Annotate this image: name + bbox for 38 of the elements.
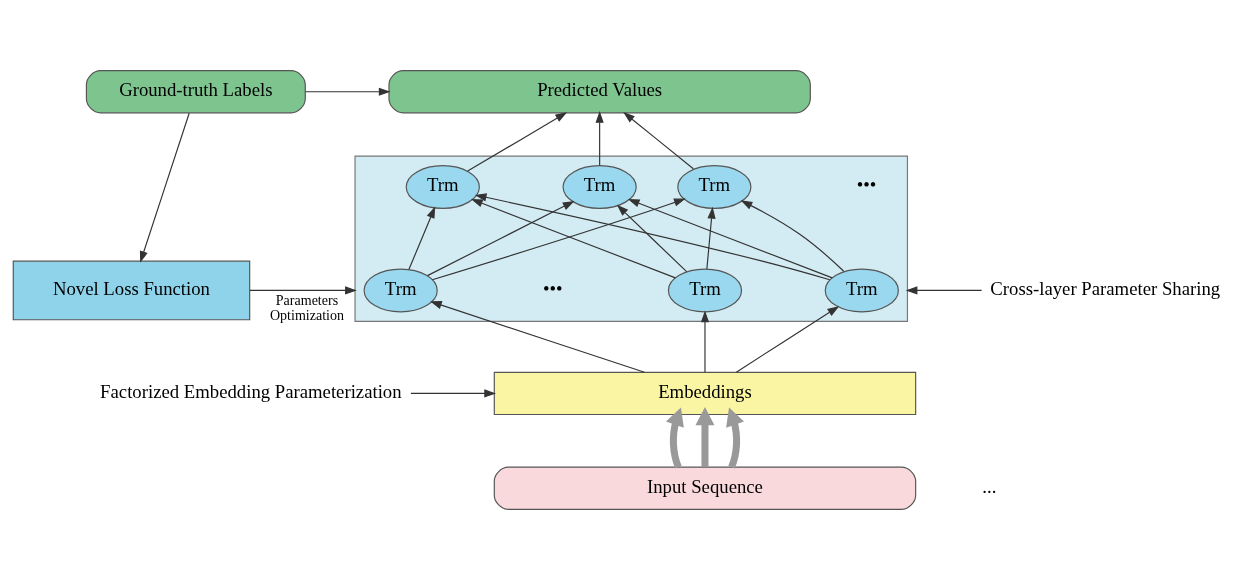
arrow (623, 111, 694, 169)
arrow (426, 200, 575, 276)
arrow (249, 285, 357, 295)
edge-label: Parameters Optimization (269, 291, 344, 323)
arrow (616, 204, 688, 272)
node-ellipse: Trm (824, 268, 899, 312)
node-box: Embeddings (493, 371, 917, 415)
arrow (695, 406, 715, 467)
label: ... (982, 475, 997, 497)
node-ellipse: Trm (405, 164, 480, 209)
node-ellipse: Trm (363, 268, 438, 312)
node-text: Factorized Embedding Parameterization (100, 380, 402, 402)
arrow (726, 407, 744, 468)
label: ••• (542, 277, 563, 299)
arrow (467, 111, 568, 172)
arrow (735, 305, 840, 373)
arrow (139, 112, 190, 263)
node-box: Novel Loss Function (12, 260, 251, 320)
arrow (740, 199, 845, 272)
arrow (408, 205, 436, 270)
arrow (304, 87, 391, 96)
arrow (665, 407, 684, 468)
node-box: Ground-truth Labels (85, 69, 306, 113)
arrow (410, 388, 496, 398)
arrow (706, 206, 716, 269)
arrow (627, 198, 833, 278)
arrow (905, 285, 983, 295)
node-box: Predicted Values (388, 69, 811, 113)
arrow (430, 300, 646, 373)
arrow (595, 110, 604, 166)
label: ••• (856, 173, 877, 195)
arrow (474, 192, 831, 280)
node-box: Input Sequence (493, 466, 917, 510)
node-text: Cross-layer Parameter Sharing (990, 277, 1221, 299)
arrow (471, 198, 676, 278)
arrow (700, 310, 710, 372)
node-ellipse: Trm (667, 268, 743, 312)
arrow (431, 198, 686, 280)
